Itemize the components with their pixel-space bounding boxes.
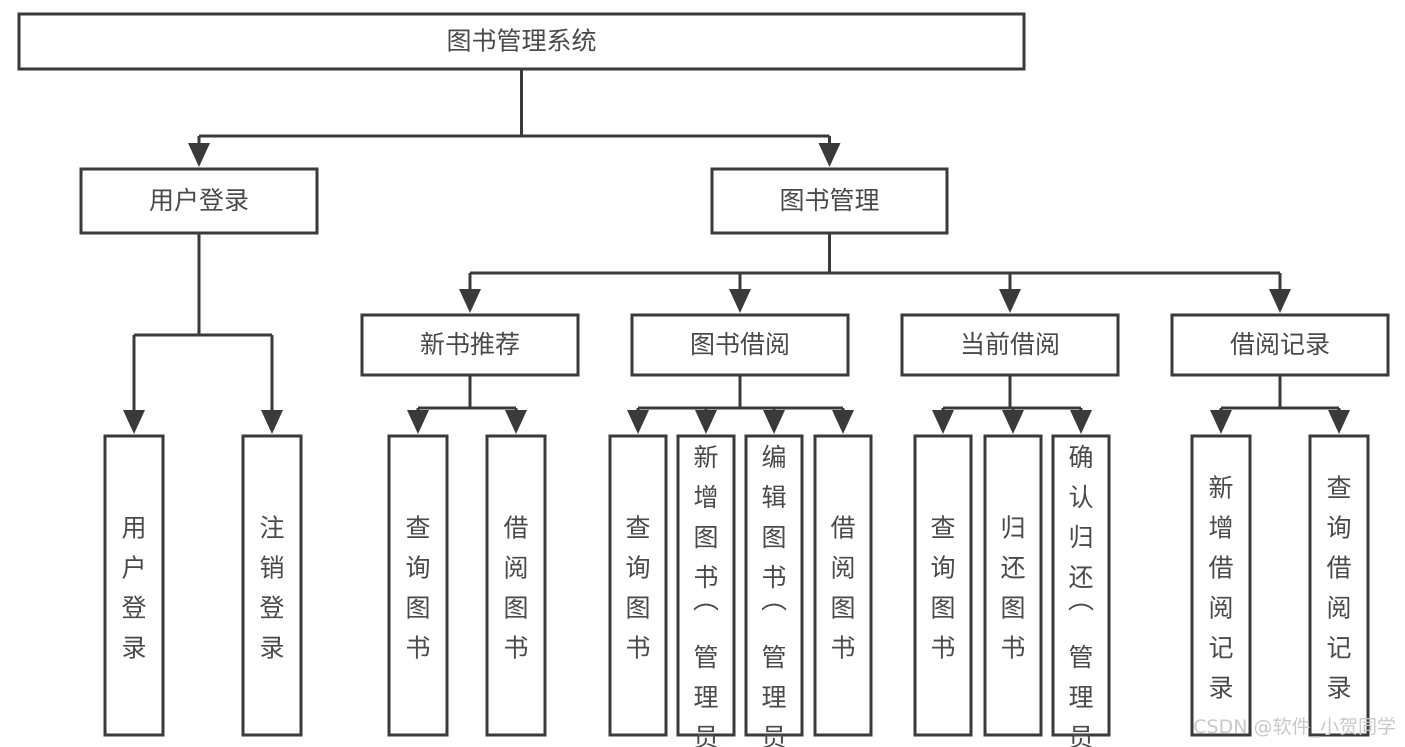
root-node[interactable]: 图书管理系统 — [17, 12, 1026, 71]
level3-node-1-label: 图书借阅 — [690, 330, 790, 359]
leaf-node-2-rect[interactable] — [387, 434, 449, 737]
root-node-label: 图书管理系统 — [446, 27, 596, 56]
leaf-node-2[interactable]: 查询图书 — [387, 434, 449, 737]
leaf-node-8-label: 查询图书 — [930, 514, 955, 663]
arrow-head-icon — [729, 289, 751, 313]
leaf-node-7-label: 借阅图书 — [830, 514, 855, 663]
arrow-head-icon — [123, 410, 145, 434]
level2-node-1[interactable]: 图书管理 — [710, 167, 949, 235]
leaf-node-4[interactable]: 查询图书 — [608, 434, 668, 737]
level3-node-1-rect[interactable] — [630, 313, 850, 377]
leaf-node-6-label: 编辑图书⌒管理员⌣ — [761, 443, 787, 747]
level3-node-2[interactable]: 当前借阅 — [900, 313, 1120, 377]
leaf-node-12-rect[interactable] — [1308, 434, 1370, 737]
leaf-node-10[interactable]: 确认归还⌒管理员⌣ — [1051, 434, 1111, 747]
leaf-node-6-rect[interactable] — [744, 434, 804, 737]
level3-node-2-label: 当前借阅 — [960, 330, 1060, 359]
leaf-node-0[interactable]: 用户登录 — [103, 434, 165, 737]
arrow-head-icon — [407, 410, 429, 434]
node-boxes: 图书管理系统用户登录图书管理新书推荐图书借阅当前借阅借阅记录用户登录注销登录查询… — [17, 12, 1390, 747]
level2-node-1-label: 图书管理 — [779, 186, 879, 215]
arrow-head-icon — [695, 410, 717, 434]
level3-node-3-rect[interactable] — [1170, 313, 1390, 377]
leaf-node-1[interactable]: 注销登录 — [241, 434, 303, 737]
leaf-node-3[interactable]: 借阅图书 — [485, 434, 547, 737]
leaf-node-2-label: 查询图书 — [405, 514, 430, 663]
leaf-node-0-label: 用户登录 — [121, 514, 146, 663]
level3-node-0-label: 新书推荐 — [420, 330, 520, 359]
level3-node-0[interactable]: 新书推荐 — [360, 313, 580, 377]
leaf-node-12-label: 查询借阅记录 — [1326, 474, 1351, 703]
leaf-node-4-rect[interactable] — [608, 434, 668, 737]
leaf-node-10-label: 确认归还⌒管理员⌣ — [1068, 443, 1094, 747]
arrow-head-icon — [188, 143, 210, 167]
arrow-head-icon — [763, 410, 785, 434]
leaf-node-8-rect[interactable] — [913, 434, 973, 737]
leaf-node-12[interactable]: 查询借阅记录 — [1308, 434, 1370, 737]
level3-node-3[interactable]: 借阅记录 — [1170, 313, 1390, 377]
csdn-watermark: CSDN @软件_小贺同学 — [1193, 716, 1396, 738]
level3-node-1[interactable]: 图书借阅 — [630, 313, 850, 377]
level2-node-0[interactable]: 用户登录 — [79, 167, 319, 235]
arrow-head-icon — [459, 289, 481, 313]
leaf-node-10-rect[interactable] — [1051, 434, 1111, 737]
leaf-node-5-rect[interactable] — [676, 434, 736, 737]
arrow-head-icon — [1002, 410, 1024, 434]
leaf-node-11[interactable]: 新增借阅记录 — [1190, 434, 1252, 737]
leaf-node-9-label: 归还图书 — [1000, 514, 1025, 663]
root-node-rect[interactable] — [17, 12, 1026, 71]
arrow-head-icon — [261, 410, 283, 434]
connector-edges — [123, 69, 1350, 434]
leaf-node-3-label: 借阅图书 — [503, 514, 528, 663]
leaf-node-9-rect[interactable] — [983, 434, 1043, 737]
level2-node-0-rect[interactable] — [79, 167, 319, 235]
leaf-node-7[interactable]: 借阅图书 — [813, 434, 873, 737]
arrow-head-icon — [932, 410, 954, 434]
arrow-head-icon — [627, 410, 649, 434]
leaf-node-3-rect[interactable] — [485, 434, 547, 737]
leaf-node-6[interactable]: 编辑图书⌒管理员⌣ — [744, 434, 804, 747]
arrow-head-icon — [1210, 410, 1232, 434]
leaf-node-5-label: 新增图书⌒管理员⌣ — [693, 443, 719, 747]
leaf-node-0-rect[interactable] — [103, 434, 165, 737]
level3-node-3-label: 借阅记录 — [1230, 330, 1330, 359]
level3-node-2-rect[interactable] — [900, 313, 1120, 377]
leaf-node-11-label: 新增借阅记录 — [1208, 474, 1233, 703]
leaf-node-5[interactable]: 新增图书⌒管理员⌣ — [676, 434, 736, 747]
leaf-node-1-label: 注销登录 — [259, 514, 284, 663]
arrow-head-icon — [1070, 410, 1092, 434]
leaf-node-8[interactable]: 查询图书 — [913, 434, 973, 737]
leaf-node-7-rect[interactable] — [813, 434, 873, 737]
arrow-head-icon — [1269, 289, 1291, 313]
arrow-head-icon — [818, 143, 841, 167]
leaf-node-1-rect[interactable] — [241, 434, 303, 737]
leaf-node-11-rect[interactable] — [1190, 434, 1252, 737]
level3-node-0-rect[interactable] — [360, 313, 580, 377]
arrow-head-icon — [505, 410, 527, 434]
arrow-head-icon — [832, 410, 854, 434]
leaf-node-4-label: 查询图书 — [625, 514, 650, 663]
leaf-node-9[interactable]: 归还图书 — [983, 434, 1043, 737]
arrow-head-icon — [1328, 410, 1350, 434]
level2-node-0-label: 用户登录 — [149, 186, 249, 215]
level2-node-1-rect[interactable] — [710, 167, 949, 235]
arrow-head-icon — [999, 289, 1021, 313]
